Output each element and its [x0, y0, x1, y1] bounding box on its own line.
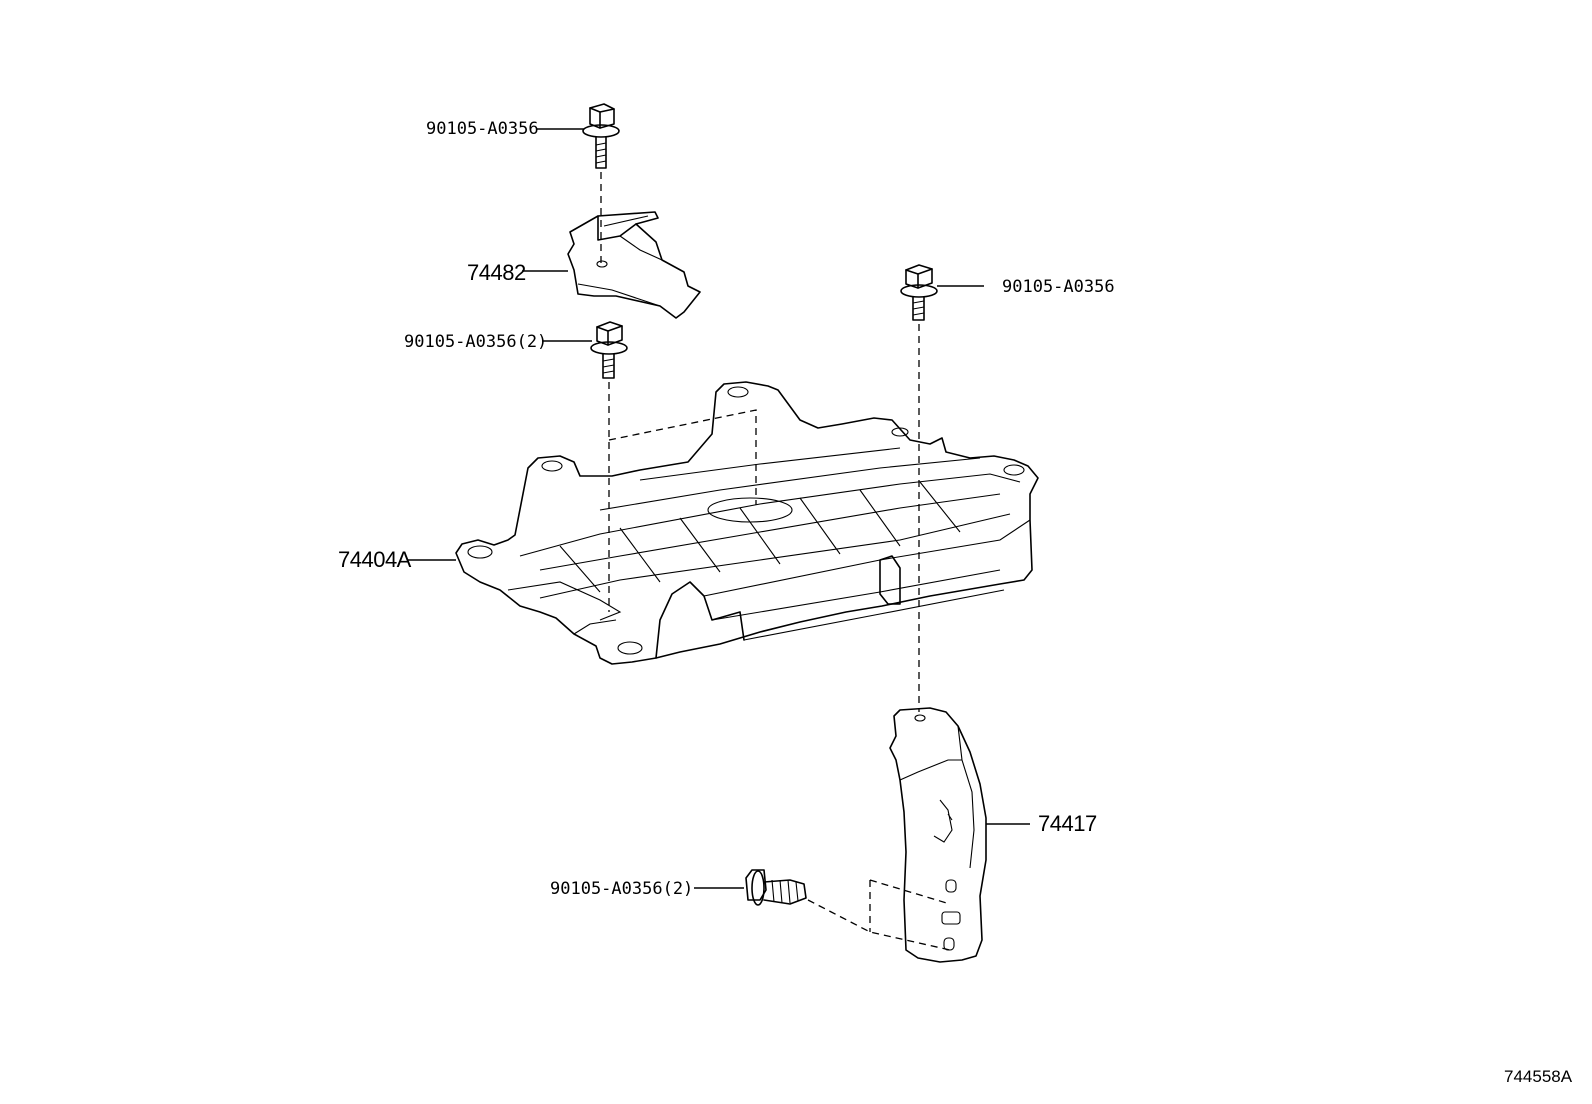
- label-bolt-lower: 90105-A0356(2): [550, 879, 694, 899]
- bolt-top: [582, 103, 620, 169]
- bracket-74482: [567, 211, 701, 319]
- bolt-upper-left: [590, 321, 628, 379]
- bolt-lower: [745, 869, 807, 906]
- label-tray: 74404A: [338, 547, 411, 572]
- hidden-line-bracket: [869, 879, 951, 932]
- label-bolt-upper-left: 90105-A0356(2): [404, 332, 548, 352]
- bracket-74417: [889, 707, 987, 963]
- label-bracket-top: 74482: [467, 260, 526, 285]
- axis-bolt-lower: [807, 899, 951, 951]
- label-bolt-right: 90105-A0356: [1002, 277, 1115, 297]
- hidden-line-tray: [608, 409, 757, 505]
- bolt-right: [900, 264, 938, 321]
- label-bracket-lower: 74417: [1038, 811, 1097, 836]
- diagram-id: 744558A: [1504, 1067, 1573, 1086]
- battery-tray-74404A: [455, 381, 1039, 665]
- label-bolt-top: 90105-A0356: [426, 119, 539, 139]
